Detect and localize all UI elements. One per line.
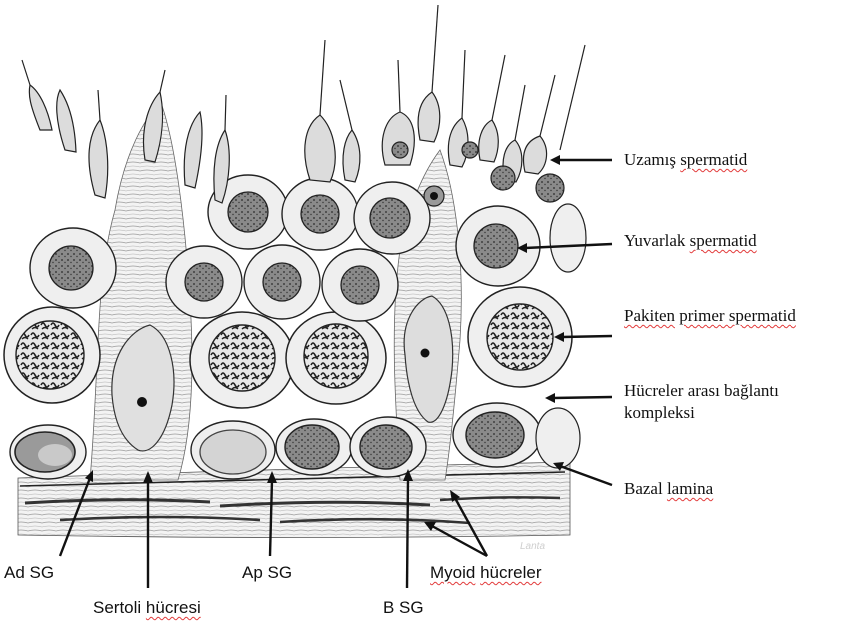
- label-sertoli-word2: hücresi: [146, 598, 201, 617]
- watermark-text: Lanta: [520, 541, 545, 552]
- label-myoid-hucreler: Myoid hücreler: [430, 563, 542, 583]
- label-hucreler-arasi-baglanti: Hücreler arası bağlantı kompleksi: [624, 380, 779, 424]
- label-uzamis-word1: Uzamış: [624, 150, 676, 169]
- label-ad-sg: Ad SG: [4, 563, 54, 583]
- label-pakiten-primer-spermatid: Pakiten primer spermatid: [624, 306, 796, 326]
- label-uzamis-word2: spermatid: [680, 150, 747, 169]
- label-hucreler-line1: Hücreler arası bağlantı: [624, 380, 779, 402]
- tissue-illustration: [4, 5, 586, 538]
- label-bazal-lamina: Bazal lamina: [624, 479, 713, 499]
- label-b-sg: B SG: [383, 598, 424, 618]
- label-ap-sg: Ap SG: [242, 563, 292, 583]
- label-bazal-word2: lamina: [667, 479, 713, 498]
- label-hucreler-line2: kompleksi: [624, 402, 779, 424]
- label-myoid-word2: hücreler: [480, 563, 541, 582]
- label-pakiten-word2: primer spermatid: [679, 306, 796, 325]
- elongated-spermatids: [22, 5, 585, 206]
- label-yuvarlak-spermatid: Yuvarlak spermatid: [624, 231, 757, 251]
- label-yuvarlak-word2: spermatid: [690, 231, 757, 250]
- label-sertoli-word1: Sertoli: [93, 598, 141, 617]
- label-sertoli-hucresi: Sertoli hücresi: [93, 598, 201, 618]
- label-myoid-word1: Myoid: [430, 563, 475, 582]
- label-uzamis-spermatid: Uzamış spermatid: [624, 150, 747, 170]
- label-bazal-word1: Bazal: [624, 479, 663, 498]
- label-yuvarlak-word1: Yuvarlak: [624, 231, 685, 250]
- label-pakiten-word1: Pakiten: [624, 306, 675, 325]
